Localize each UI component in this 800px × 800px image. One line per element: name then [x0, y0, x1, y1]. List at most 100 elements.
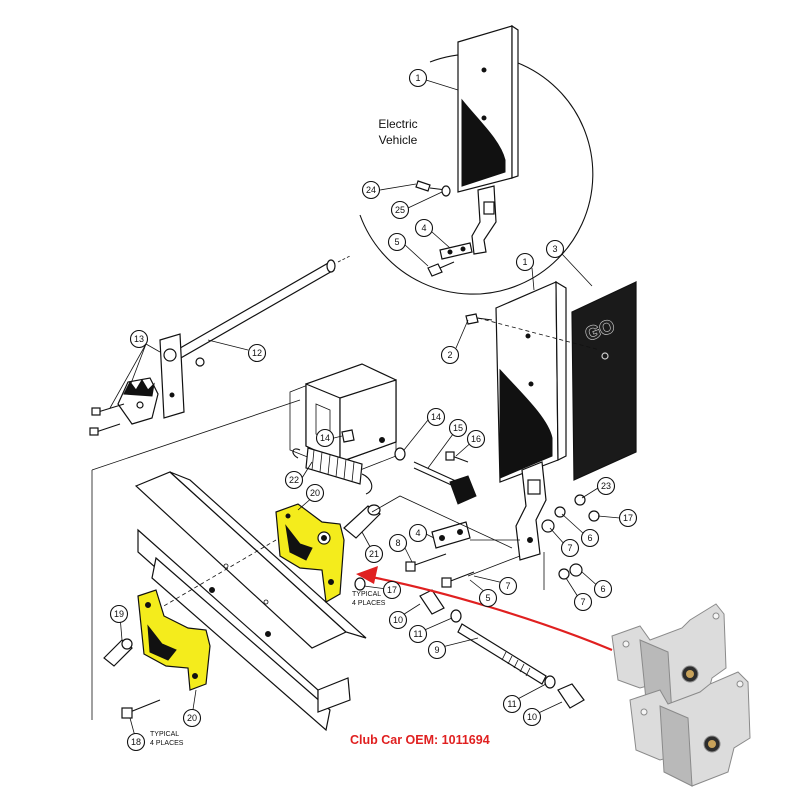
- svg-text:17: 17: [387, 585, 397, 595]
- typical-left-line1: TYPICAL: [150, 731, 179, 738]
- callout-22: 22: [284, 470, 304, 490]
- svg-text:11: 11: [413, 629, 422, 639]
- svg-text:1: 1: [415, 73, 420, 83]
- callout-8: 8: [388, 533, 408, 553]
- inset-pedal-arm: [457, 24, 519, 255]
- bumper-16: [445, 451, 469, 463]
- nut-11-lower: [544, 675, 556, 689]
- callout-7-upper: 7: [560, 538, 580, 558]
- rod-bracket: [159, 333, 205, 419]
- callout-2: 2: [440, 345, 460, 365]
- callout-17-lower: 17: [382, 580, 402, 600]
- svg-text:14: 14: [320, 433, 330, 443]
- pedal-lever-arm: [515, 461, 547, 561]
- svg-text:3: 3: [552, 244, 557, 254]
- svg-text:21: 21: [369, 549, 379, 559]
- callout-5-lower: 5: [478, 588, 498, 608]
- rod-end-10-upper: [419, 589, 445, 615]
- inset-label-line2: Vehicle: [379, 133, 418, 147]
- callout-3: 3: [545, 239, 565, 259]
- product-photo-bracket-lower: [629, 671, 751, 787]
- svg-text:7: 7: [567, 543, 572, 553]
- callout-20-upper: 20: [305, 483, 325, 503]
- svg-text:5: 5: [485, 593, 490, 603]
- rod-end-10-lower: [557, 683, 585, 709]
- callout-11-upper: 11: [408, 624, 428, 644]
- svg-text:15: 15: [453, 423, 463, 433]
- inset-label-line1: Electric: [378, 117, 417, 131]
- screws-13: [89, 403, 125, 436]
- callout-1-inset: 1: [408, 68, 428, 88]
- callout-6-upper: 6: [580, 528, 600, 548]
- svg-text:20: 20: [187, 713, 197, 723]
- svg-text:6: 6: [587, 533, 592, 543]
- pedal-pad-3: GO: [571, 281, 637, 481]
- electric-vehicle-inset: Electric Vehicle: [359, 24, 594, 295]
- inset-bolt-24: [415, 180, 451, 197]
- callout-13: 13: [129, 329, 149, 349]
- callout-7-middle: 7: [498, 576, 518, 596]
- callout-18: 18: [126, 732, 146, 752]
- callout-4-inset: 4: [414, 218, 434, 238]
- callout-21: 21: [364, 544, 384, 564]
- nut-14-right: [394, 447, 406, 461]
- svg-text:1: 1: [522, 257, 527, 267]
- svg-text:4: 4: [421, 223, 426, 233]
- svg-text:8: 8: [395, 538, 400, 548]
- ratchet-plate-13: [117, 377, 159, 425]
- svg-text:25: 25: [395, 205, 405, 215]
- washers-6-7-upper: [541, 494, 600, 533]
- svg-text:16: 16: [471, 434, 481, 444]
- callout-14-left: 14: [315, 428, 335, 448]
- svg-text:4: 4: [415, 528, 420, 538]
- callout-23: 23: [596, 476, 616, 496]
- svg-text:12: 12: [252, 348, 262, 358]
- washers-6-7-lower: [558, 563, 583, 580]
- svg-text:7: 7: [505, 581, 510, 591]
- svg-text:6: 6: [600, 584, 605, 594]
- callout-5-inset: 5: [387, 232, 407, 252]
- callout-24: 24: [361, 180, 381, 200]
- callout-17-right: 17: [618, 508, 638, 528]
- svg-text:10: 10: [393, 615, 403, 625]
- callout-20-lower: 20: [182, 708, 202, 728]
- callout-11-lower: 11: [502, 694, 522, 714]
- svg-text:22: 22: [289, 475, 299, 485]
- callout-19: 19: [109, 604, 129, 624]
- pedal-mount-housing: [289, 363, 397, 475]
- svg-text:9: 9: [434, 645, 439, 655]
- callout-16: 16: [466, 429, 486, 449]
- callout-14-right: 14: [426, 407, 446, 427]
- svg-text:18: 18: [131, 737, 141, 747]
- svg-text:10: 10: [527, 712, 537, 722]
- svg-text:5: 5: [394, 237, 399, 247]
- typical-right-line2: 4 PLACES: [352, 600, 386, 607]
- callout-10-upper: 10: [388, 610, 408, 630]
- typical-right-line1: TYPICAL: [352, 591, 381, 598]
- svg-text:23: 23: [601, 481, 611, 491]
- svg-text:14: 14: [431, 412, 441, 422]
- screw-2: [465, 313, 493, 325]
- callout-4-lower: 4: [408, 523, 428, 543]
- nut-11-upper: [450, 609, 462, 623]
- inset-link-4: [439, 242, 473, 260]
- threaded-rod-9: [457, 623, 547, 685]
- typical-left-line2: 4 PLACES: [150, 740, 184, 747]
- svg-text:7: 7: [580, 597, 585, 607]
- nut-14-left: [341, 429, 355, 443]
- frame-channel: [91, 399, 367, 732]
- callout-9: 9: [427, 640, 447, 660]
- callout-6-lower: 6: [593, 579, 613, 599]
- accelerator-pedal-1: [477, 280, 601, 483]
- hinge-bracket-20-lower: [137, 589, 211, 691]
- hinge-bracket-20-upper: [275, 503, 345, 603]
- svg-text:19: 19: [114, 609, 124, 619]
- bolt-8: [405, 553, 447, 572]
- product-photo-bracket-upper: [611, 603, 727, 715]
- assembly-guide-lines: [371, 495, 545, 590]
- callouts: 1 24 25 4 5 1 3 2 13 12 14 14 15 16 22 2…: [109, 68, 638, 752]
- callout-15: 15: [448, 418, 468, 438]
- svg-text:24: 24: [366, 185, 376, 195]
- callout-1-pedal: 1: [515, 252, 535, 272]
